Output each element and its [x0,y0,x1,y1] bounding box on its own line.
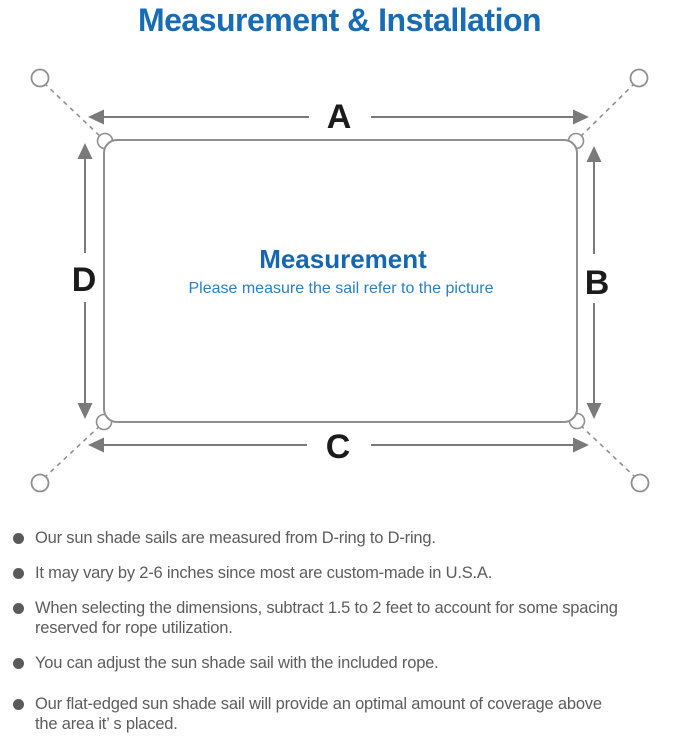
dimension-label-b: B [585,264,610,302]
dimension-label-c: C [326,428,351,466]
list-item: Our sun shade sails are measured from D-… [10,528,659,548]
anchor-point-icon [30,68,50,88]
dimension-arrow-left [77,143,93,419]
diagram-center-title: Measurement [259,244,427,274]
bullet-icon [13,533,24,544]
dimension-label-a: A [327,98,352,136]
note-text: Our sun shade sails are measured from D-… [35,529,436,547]
rope-dashed-line-top-left [43,82,104,140]
dimension-label-d: D [72,261,97,299]
bullet-icon [13,699,24,710]
page-title: Measurement & Installation [137,2,542,38]
dimension-arrow-top [88,109,589,125]
notes-list: Our sun shade sails are measured from D-… [10,528,659,749]
list-item: It may vary by 2-6 inches since most are… [10,563,659,583]
bullet-icon [13,658,24,669]
shade-sail-outline [103,139,578,423]
list-item: You can adjust the sun shade sail with t… [10,653,659,673]
note-text: It may vary by 2-6 inches since most are… [35,564,493,582]
rope-dashed-line-bottom-left [43,422,104,479]
note-text: Our flat-edged sun shade sail will provi… [35,695,602,733]
rope-dashed-line-bottom-right [577,422,637,479]
dimension-arrow-right [586,146,602,419]
bullet-icon [13,603,24,614]
anchor-point-icon [30,473,50,493]
anchor-point-icon [630,473,650,493]
diagram-center-subtitle: Please measure the sail refer to the pic… [188,280,493,297]
anchor-point-icon [629,68,649,88]
note-text: When selecting the dimensions, subtract … [35,599,618,637]
note-text: You can adjust the sun shade sail with t… [35,654,439,672]
list-item: When selecting the dimensions, subtract … [10,598,659,638]
measurement-diagram: A C D B Measurement Please measure the s… [30,68,650,493]
rope-dashed-line-top-right [577,82,636,140]
list-item: Our flat-edged sun shade sail will provi… [10,694,659,734]
bullet-icon [13,568,24,579]
dimension-arrow-bottom [88,437,589,453]
